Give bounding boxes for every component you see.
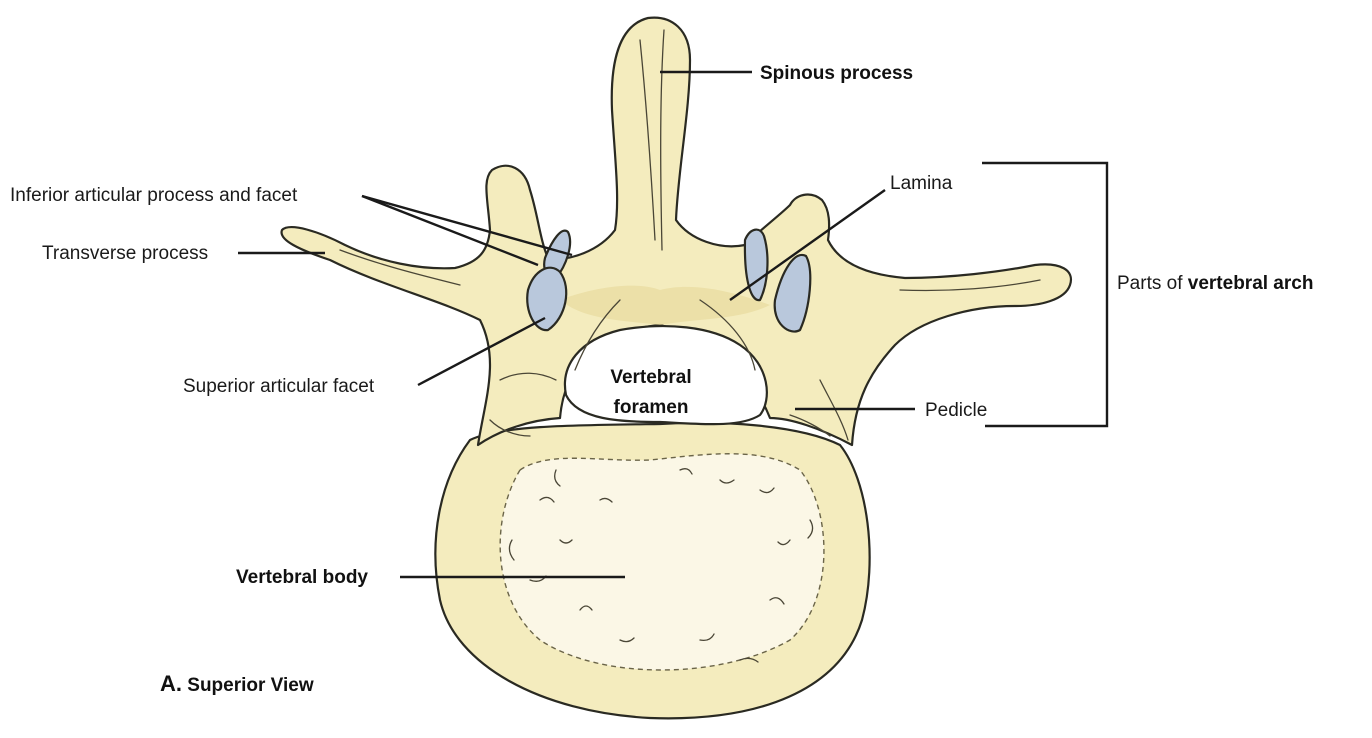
label-transverse-process: Transverse process xyxy=(42,243,208,264)
label-inferior-articular: Inferior articular process and facet xyxy=(10,185,298,206)
label-superior-articular-facet: Superior articular facet xyxy=(183,376,375,397)
label-vertebral-foramen-line2: foramen xyxy=(614,397,689,418)
caption-text: Superior View xyxy=(187,675,314,696)
caption-letter: A. xyxy=(160,671,182,696)
label-vertebral-arch: Parts of vertebral arch xyxy=(1117,273,1313,294)
vertebral-body-shape xyxy=(435,423,869,719)
label-arch-bold: vertebral arch xyxy=(1188,273,1314,294)
figure-caption: A. Superior View xyxy=(160,671,314,696)
label-arch-prefix: Parts of xyxy=(1117,273,1183,294)
label-vertebral-foramen-line1: Vertebral xyxy=(610,367,691,388)
label-lamina: Lamina xyxy=(890,173,953,194)
label-pedicle: Pedicle xyxy=(925,400,987,421)
label-spinous-process: Spinous process xyxy=(760,63,913,84)
label-vertebral-body: Vertebral body xyxy=(236,567,368,588)
leader-inferior-articular-a xyxy=(362,196,572,255)
